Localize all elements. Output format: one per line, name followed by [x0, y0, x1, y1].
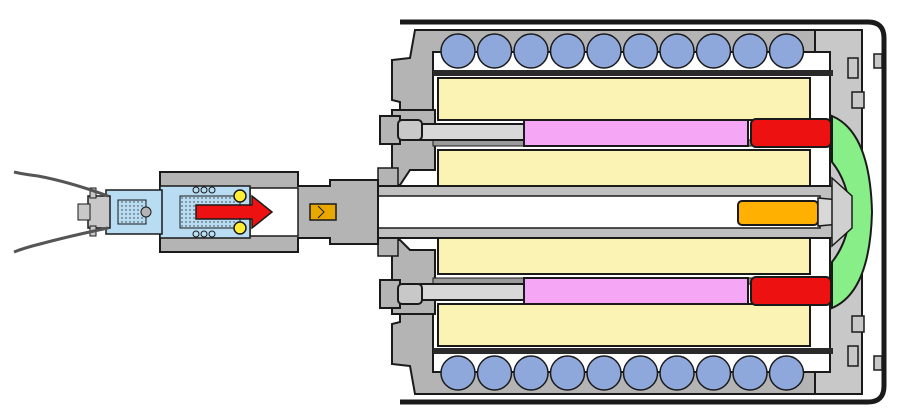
- charge-red-top: [750, 118, 832, 148]
- roller-icon: [695, 33, 732, 69]
- roller-icon: [513, 355, 549, 391]
- roller-icon: [586, 33, 622, 69]
- wire-top: [13, 170, 109, 198]
- roller-icon: [622, 33, 659, 69]
- lock-ball-icon: [233, 189, 247, 203]
- charge-pink-top: [523, 119, 749, 147]
- chamber-top-inner: [437, 149, 811, 189]
- shell-icon: [309, 203, 337, 221]
- roller-icon: [513, 33, 549, 69]
- charge-red-bottom: [750, 276, 832, 306]
- roller-icon: [732, 355, 768, 391]
- primer-cartridge: [737, 200, 819, 226]
- roller-icon: [695, 355, 732, 391]
- roller-row-bottom: [440, 355, 805, 391]
- outer-shell: [400, 19, 887, 405]
- charge-tube-bottom: [419, 276, 832, 306]
- spring-icon: [192, 186, 216, 238]
- connector-bolt-icon: [377, 115, 423, 309]
- bottom-band-divider: [433, 348, 833, 354]
- connector-stub: [77, 203, 91, 221]
- connector-knob: [140, 206, 152, 218]
- cap-inner-flare: [831, 176, 853, 248]
- top-band-divider: [433, 70, 833, 76]
- roller-row-top: [440, 33, 805, 69]
- roller-icon: [440, 355, 476, 391]
- breech-assembly: [159, 171, 379, 253]
- wire-bottom: [13, 226, 109, 254]
- roller-icon: [659, 355, 695, 391]
- roller-icon: [440, 33, 476, 69]
- charge-rod-bottom: [419, 283, 525, 301]
- roller-icon: [732, 33, 768, 69]
- chamber-top-outer: [437, 77, 811, 121]
- roller-icon: [768, 33, 805, 69]
- shell-tip: [317, 205, 325, 219]
- connector-clamp: [87, 195, 111, 229]
- roller-icon: [622, 355, 659, 391]
- charge-pink-bottom: [523, 277, 749, 305]
- cable-connector: [13, 170, 163, 254]
- roller-icon: [586, 355, 622, 391]
- chamber-bottom-outer: [437, 303, 811, 347]
- chamber-bottom-inner: [437, 235, 811, 275]
- firing-pin-arrow-icon: [195, 194, 274, 230]
- roller-icon: [476, 33, 513, 69]
- charge-rod-top: [419, 123, 525, 141]
- roller-icon: [659, 33, 695, 69]
- roller-icon: [549, 33, 586, 69]
- roller-icon: [476, 355, 513, 391]
- yellow-chambers: [437, 77, 811, 347]
- roller-icon: [768, 355, 805, 391]
- central-barrel: [329, 185, 841, 239]
- lock-ball-icon: [233, 221, 247, 235]
- right-fasteners: [847, 53, 883, 371]
- roller-icon: [549, 355, 586, 391]
